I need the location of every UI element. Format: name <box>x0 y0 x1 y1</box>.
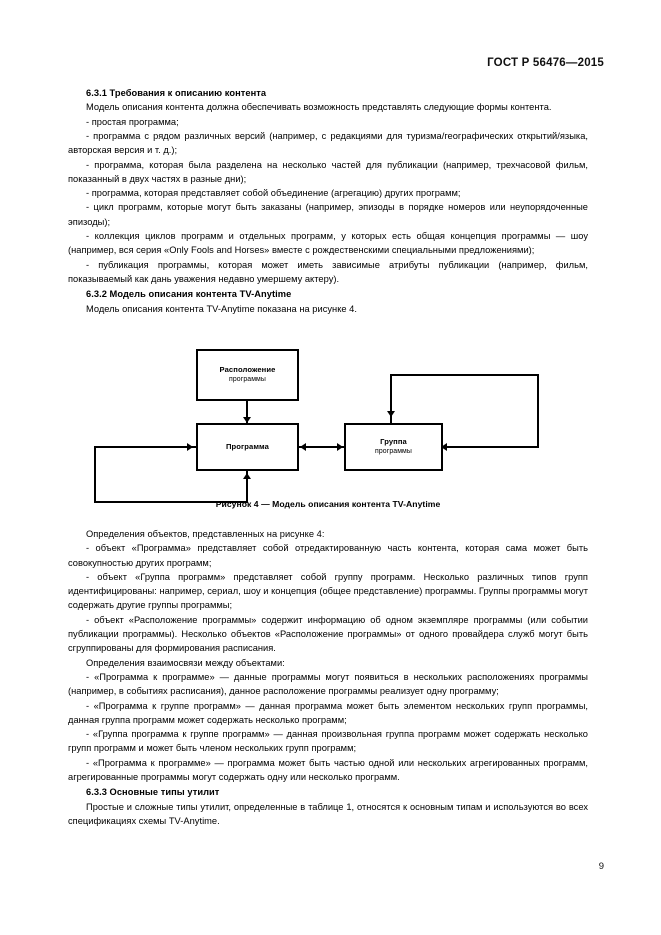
document-body: 6.3.1 Требования к описанию контента Мод… <box>68 86 588 316</box>
figure-4-caption: Рисунок 4 — Модель описания контента TV-… <box>215 499 441 509</box>
document-header-standard-number: ГОСТ Р 56476—2015 <box>487 57 604 69</box>
page-number: 9 <box>598 861 604 872</box>
edge-group-self-into-top <box>390 374 392 423</box>
arrowhead-program-self-loop-bottom <box>243 473 251 479</box>
arrowhead-group-self-loop-right <box>441 443 447 451</box>
figure-4: Расположение программы Программа Группа … <box>68 347 588 509</box>
node-label-line1: Группа <box>380 437 407 447</box>
edge-program-self-bottom <box>94 501 248 503</box>
relation-program-to-program: - «Программа к программе» — данные прогр… <box>68 671 588 697</box>
paragraph-object-definitions-lead: Определения объектов, представленных на … <box>86 529 325 539</box>
document-body-after-figure: Определения объектов, представленных на … <box>68 527 588 828</box>
edge-group-self-right <box>443 446 539 448</box>
edge-group-self-top <box>390 374 539 376</box>
arrowhead-program-self-loop-in <box>187 443 193 451</box>
edge-location-to-program <box>246 401 248 425</box>
diagram-node-program: Программа <box>196 423 299 471</box>
relation-group-to-group: - «Группа программа к группе программ» —… <box>68 729 588 754</box>
diagram-node-program-location: Расположение программы <box>196 349 299 401</box>
heading-6-3-1: 6.3.1 Требования к описанию контента <box>86 88 267 98</box>
paragraph-6-3-2-intro: Модель описания контента TV-Anytime пока… <box>86 303 357 314</box>
node-label-line2: программы <box>375 448 412 456</box>
list-item-versioned-program: - программа с рядом различных версий (на… <box>68 131 588 156</box>
definition-object-program: - объект «Программа» представляет собой … <box>68 543 588 568</box>
diagram-tv-anytime-content-model: Расположение программы Программа Группа … <box>68 347 588 503</box>
heading-6-3-3: 6.3.3 Основные типы утилит <box>86 787 220 798</box>
list-item-split-program: - программа, которая была разделена на н… <box>68 159 588 184</box>
node-label-line2: программы <box>229 376 266 384</box>
definition-object-program-group: - объект «Группа программ» представляет … <box>68 571 588 611</box>
arrowhead-location-to-program <box>243 417 251 423</box>
arrowhead-program-to-group <box>337 443 343 451</box>
relation-program-to-aggregated-program: - «Программа к программе» — программа мо… <box>68 757 588 783</box>
list-item-program-publication: - публикация программы, которая может им… <box>68 259 588 284</box>
list-item-collection-of-cycles: - коллекция циклов программ и отдельных … <box>68 231 588 256</box>
paragraph-6-3-1-intro: Модель описания контента должна обеспечи… <box>86 102 552 113</box>
arrowhead-group-self-loop-in <box>387 411 395 417</box>
edge-program-self-down <box>246 471 248 503</box>
edge-program-self-into-left <box>94 446 196 448</box>
list-item-aggregated-program: - программа, которая представляет собой … <box>86 188 461 199</box>
edge-group-self-up <box>537 374 539 448</box>
arrowhead-group-to-program <box>300 443 306 451</box>
node-label-line1: Расположение <box>219 365 276 375</box>
paragraph-relations-lead: Определения взаимосвязи между объектами: <box>86 657 285 668</box>
edge-program-self-left <box>94 446 96 503</box>
definition-object-program-location: - объект «Расположение программы» содерж… <box>68 614 588 654</box>
relation-program-to-group: - «Программа к группе программ» — данная… <box>68 700 588 725</box>
node-label-line1: Программа <box>225 442 270 451</box>
edge-program-to-group <box>299 446 344 448</box>
list-item-simple-program: - простая программа; <box>86 116 179 127</box>
heading-6-3-2: 6.3.2 Модель описания контента TV-Anytim… <box>86 289 292 300</box>
diagram-node-program-group: Группа программы <box>344 423 443 471</box>
paragraph-6-3-3-intro: Простые и сложные типы утилит, определен… <box>68 801 588 827</box>
list-item-program-cycle: - цикл программ, которые могут быть зака… <box>68 202 588 227</box>
